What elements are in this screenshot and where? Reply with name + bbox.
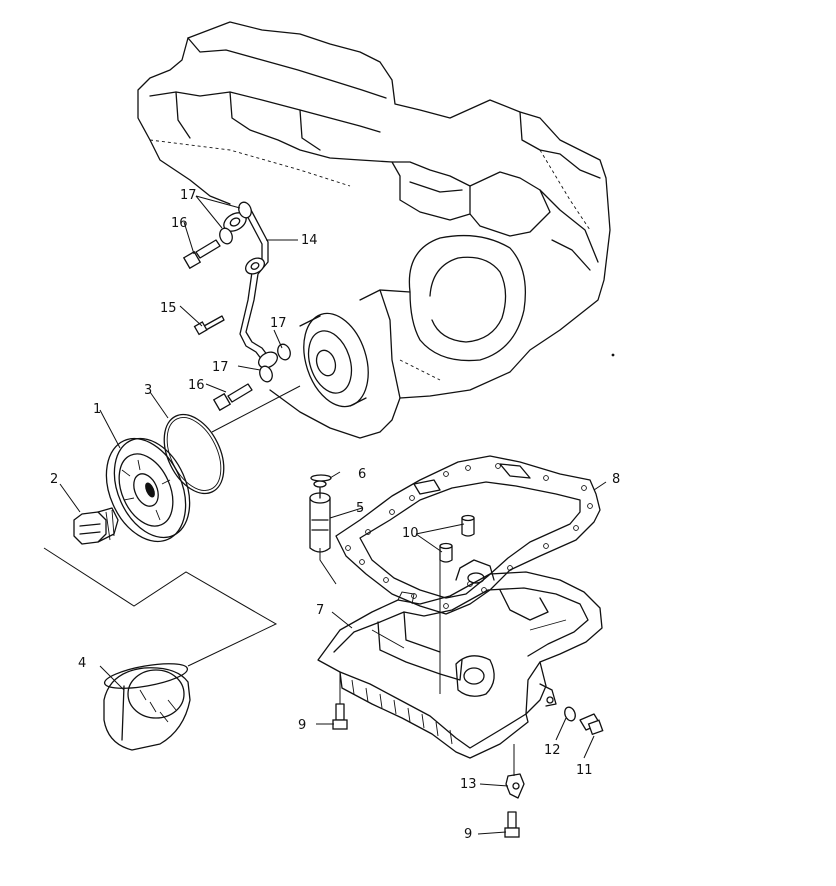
callout-16-upper: 16 (171, 216, 188, 231)
callout-3: 3 (144, 383, 152, 398)
assembly-bracket (43, 547, 278, 667)
strainer-leader (319, 548, 337, 585)
callout-1: 1 (93, 402, 101, 417)
callout-15: 15 (160, 301, 177, 316)
strainer-o-ring (310, 474, 332, 482)
pan-bolt-left (332, 672, 348, 730)
engine-block (137, 21, 615, 439)
callout-9-left: 9 (298, 718, 306, 733)
union-bolt-upper (182, 239, 221, 270)
callout-17-left: 17 (212, 360, 229, 375)
callout-labels: 17 16 14 15 17 17 16 3 1 2 6 8 5 10 7 4 … (50, 188, 620, 842)
callout-16-lower: 16 (188, 378, 205, 393)
drain-washer (564, 706, 576, 722)
union-bolt-lower (212, 383, 253, 412)
callout-17-right: 17 (270, 316, 287, 331)
oil-strainer-pipe (309, 480, 331, 553)
copper-washer-set (219, 201, 291, 383)
dowel-pins (439, 514, 475, 563)
filter-mount-boss (299, 312, 369, 408)
leader-lines (59, 195, 607, 835)
pipe-clamp-bolt (193, 315, 225, 336)
o-ring (163, 413, 225, 495)
filter-union-bolt (73, 507, 119, 545)
drain-bolt (579, 713, 604, 736)
callout-13: 13 (460, 777, 477, 792)
oil-cooler-plate (105, 437, 191, 543)
callout-5: 5 (356, 501, 364, 516)
pan-bolt-bottom (504, 811, 520, 838)
oil-filter (103, 663, 191, 751)
oil-pan (317, 559, 603, 759)
callout-12: 12 (544, 743, 561, 758)
callout-8: 8 (612, 472, 620, 487)
callout-14: 14 (301, 233, 318, 248)
callout-17-top: 17 (180, 188, 197, 203)
callout-7: 7 (316, 603, 324, 618)
callout-4: 4 (78, 656, 86, 671)
callout-10: 10 (402, 526, 419, 541)
callout-2: 2 (50, 472, 58, 487)
pan-bracket (505, 744, 525, 799)
callout-9-bottom: 9 (464, 827, 472, 842)
callout-11: 11 (576, 763, 593, 778)
callout-6: 6 (358, 467, 366, 482)
oil-pan-gasket (335, 455, 601, 615)
